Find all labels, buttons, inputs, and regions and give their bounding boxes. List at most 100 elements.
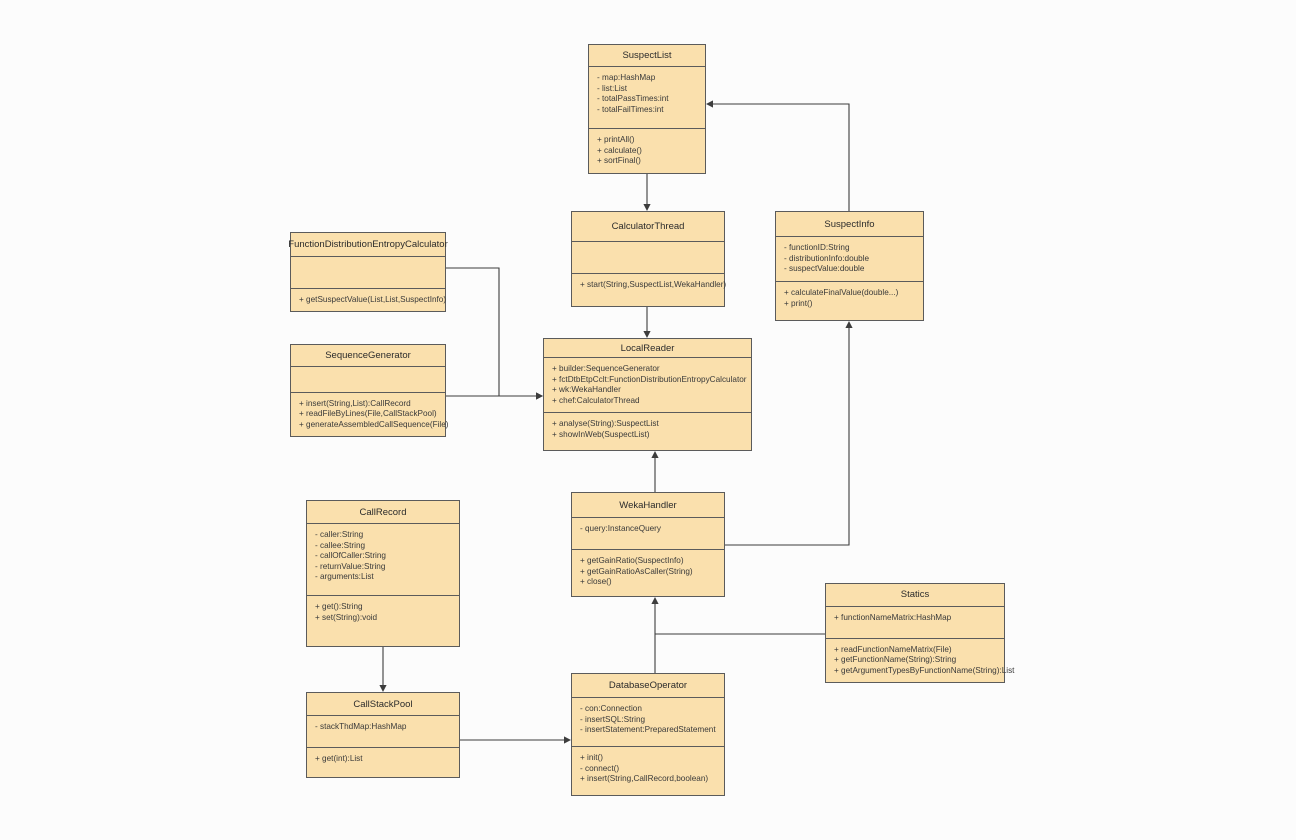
uml-method: + close() — [580, 577, 612, 586]
uml-class-name-call-stack-pool: CallStackPool — [307, 693, 459, 716]
uml-method: + insert(String,List):CallRecord — [299, 398, 411, 408]
uml-method: + set(String):void — [315, 612, 378, 622]
uml-method: + readFileByLines(File,CallStackPool) — [299, 409, 437, 418]
uml-class-function-distribution-entropy-calculator[interactable]: FunctionDistributionEntropyCalculator + g… — [288, 232, 448, 312]
uml-class-weka-handler[interactable]: WekaHandler - query:InstanceQuery + getGai… — [571, 492, 725, 597]
uml-arrowhead — [643, 331, 651, 338]
edge-callstackpool-to-databaseoperator — [460, 736, 571, 744]
uml-attribute: + chef:CalculatorThread — [552, 395, 640, 405]
uml-method: + insert(String,CallRecord,boolean) — [580, 774, 709, 783]
uml-method: + getFunctionName(String):String — [834, 655, 957, 664]
uml-class-database-operator[interactable]: DatabaseOperator- con:Connection- insert… — [571, 673, 725, 796]
uml-attribute: - distributionInfo:double — [784, 253, 870, 263]
uml-class-name-local-reader: LocalReader — [544, 339, 751, 358]
uml-attributes-suspect-info: - functionID:String- distributionInfo:do… — [776, 237, 923, 282]
uml-methods-call-stack-pool: + get(int):List — [307, 748, 459, 777]
uml-class-suspect-list[interactable]: SuspectList- map:HashMap- list:List- tot… — [588, 44, 706, 174]
uml-methods-statics: + readFunctionNameMatrix(File)+ getFunct… — [826, 639, 1015, 683]
uml-arrowhead — [536, 392, 543, 400]
uml-method: + calculate() — [597, 145, 642, 155]
uml-attribute: - list:List — [597, 83, 628, 93]
uml-attribute: - insertSQL:String — [580, 714, 646, 724]
uml-class-statics[interactable]: Statics + functionNameMatrix:HashMap + rea… — [825, 583, 1015, 683]
uml-method: + getArgumentTypesByFunctionName(String)… — [834, 665, 1015, 675]
uml-class-name-weka-handler: WekaHandler — [572, 493, 724, 518]
uml-attribute: - caller:String — [315, 530, 364, 539]
edge-fdec-to-localreader — [446, 267, 543, 400]
uml-attribute: - suspectValue:double — [784, 264, 865, 273]
uml-attribute: + functionNameMatrix:HashMap — [834, 612, 952, 622]
uml-attributes-sequence-generator — [291, 367, 445, 393]
uml-class-sequence-generator[interactable]: SequenceGenerator + insert(String,List):C… — [290, 344, 449, 437]
edge-databaseoperator-to-wekahandler — [651, 597, 659, 673]
uml-method: + get(int):List — [315, 754, 363, 763]
uml-arrowhead — [643, 204, 651, 211]
uml-attribute: - query:InstanceQuery — [580, 524, 662, 533]
uml-attribute: - totalFailTimes:int — [597, 104, 664, 114]
edge-suspectlist-to-calculatorthread — [643, 174, 651, 211]
uml-class-calculator-thread[interactable]: CalculatorThread+ start(String,SuspectLi… — [571, 211, 727, 307]
uml-arrowhead — [651, 451, 659, 458]
uml-method: + analyse(String):SuspectList — [552, 419, 659, 428]
edge-callrecord-to-callstackpool — [379, 647, 387, 692]
uml-class-suspect-info[interactable]: SuspectInfo- functionID:String- distribu… — [775, 211, 924, 321]
uml-method: + getGainRatio(SuspectInfo) — [580, 556, 684, 565]
uml-attributes-suspect-list: - map:HashMap- list:List- totalPassTimes… — [589, 67, 705, 129]
uml-class-name-suspect-list: SuspectList — [589, 45, 705, 67]
uml-attributes-weka-handler: - query:InstanceQuery — [572, 518, 724, 550]
uml-attribute: - totalPassTimes:int — [597, 94, 669, 103]
uml-class-local-reader[interactable]: LocalReader+ builder:SequenceGenerator+ … — [543, 338, 752, 451]
uml-methods-calculator-thread: + start(String,SuspectList,WekaHandler) — [572, 274, 727, 306]
uml-class-call-stack-pool[interactable]: CallStackPool - stackThdMap:HashMap + get(… — [306, 692, 460, 778]
uml-attributes-call-record: - caller:String- callee:String- callOfCa… — [307, 524, 459, 596]
edge-sequencegenerator-to-localreader — [446, 392, 543, 400]
uml-attributes-local-reader: + builder:SequenceGenerator+ fctDtbEtpCc… — [544, 358, 751, 413]
uml-attribute: - callOfCaller:String — [315, 551, 386, 560]
uml-methods-call-record: + get():String+ set(String):void — [307, 596, 459, 646]
uml-methods-sequence-generator: + insert(String,List):CallRecord+ readFi… — [291, 393, 449, 437]
uml-attribute: - map:HashMap — [597, 73, 656, 82]
edge-wekahandler-to-localreader — [651, 451, 659, 492]
uml-method: + printAll() — [597, 135, 635, 144]
uml-class-call-record[interactable]: CallRecord- caller:String- callee:String… — [306, 500, 460, 647]
uml-attribute: - callee:String — [315, 540, 366, 550]
uml-arrowhead — [706, 100, 713, 108]
uml-arrowhead — [845, 321, 853, 328]
uml-methods-suspect-list: + printAll()+ calculate()+ sortFinal() — [589, 129, 705, 173]
uml-attributes-database-operator: - con:Connection- insertSQL:String- inse… — [572, 698, 724, 747]
uml-method: + get():String — [315, 602, 363, 611]
uml-class-name-function-distribution-entropy-calculator: FunctionDistributionEntropyCalculator — [288, 233, 448, 257]
uml-method: + start(String,SuspectList,WekaHandler) — [580, 280, 727, 289]
uml-method: + getSuspectValue(List,List,SuspectInfo) — [299, 294, 447, 304]
uml-method: + showInWeb(SuspectList) — [552, 429, 650, 439]
uml-attribute: - insertStatement:PreparedStatement — [580, 725, 716, 734]
uml-attribute: - con:Connection — [580, 704, 642, 713]
uml-attribute: + fctDtbEtpCclt:FunctionDistributionEntr… — [552, 374, 747, 384]
uml-attribute: - returnValue:String — [315, 561, 386, 571]
uml-method: + getGainRatioAsCaller(String) — [580, 566, 693, 576]
uml-method: + generateAssembledCallSequence(File) — [299, 419, 449, 429]
uml-class-name-statics: Statics — [826, 584, 1004, 607]
edge-suspectinfo-to-suspectlist — [706, 100, 850, 211]
uml-class-name-suspect-info: SuspectInfo — [776, 212, 923, 237]
uml-attribute: - stackThdMap:HashMap — [315, 722, 407, 731]
uml-method: + print() — [784, 298, 813, 308]
uml-attribute: - functionID:String — [784, 243, 850, 252]
uml-class-name-database-operator: DatabaseOperator — [572, 674, 724, 698]
uml-attribute: - arguments:List — [315, 572, 374, 581]
uml-class-name-sequence-generator: SequenceGenerator — [291, 345, 445, 367]
edge-calculatorthread-to-localreader — [643, 307, 651, 338]
uml-arrowhead — [379, 685, 387, 692]
uml-attributes-calculator-thread — [572, 242, 724, 274]
uml-methods-function-distribution-entropy-calculator: + getSuspectValue(List,List,SuspectInfo) — [291, 289, 447, 312]
uml-arrowhead — [651, 597, 659, 604]
uml-attributes-function-distribution-entropy-calculator — [291, 257, 445, 289]
uml-method: - connect() — [580, 763, 620, 773]
uml-attribute: + builder:SequenceGenerator — [552, 364, 660, 373]
uml-methods-suspect-info: + calculateFinalValue(double...)+ print(… — [776, 282, 923, 320]
uml-attributes-call-stack-pool: - stackThdMap:HashMap — [307, 716, 459, 748]
uml-method: + sortFinal() — [597, 156, 641, 165]
uml-attribute: + wk:WekaHandler — [552, 385, 621, 394]
uml-class-name-call-record: CallRecord — [307, 501, 459, 524]
